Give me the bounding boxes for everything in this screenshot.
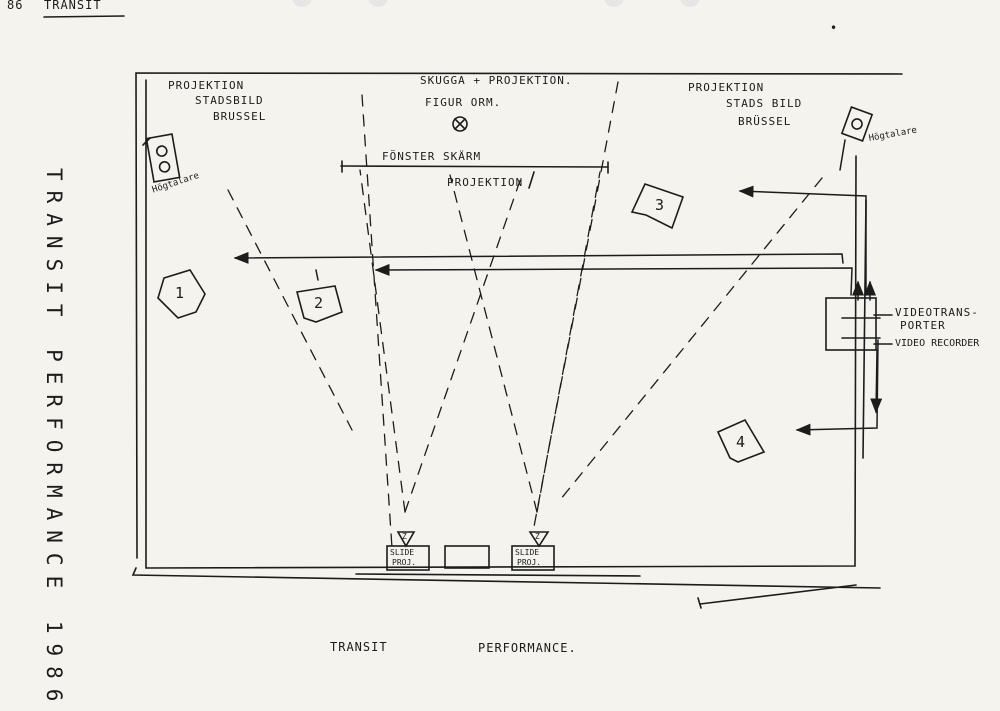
door-swing bbox=[699, 584, 857, 605]
monitor-2 bbox=[295, 285, 343, 323]
cable-drop-monitor-2 bbox=[315, 269, 319, 281]
shadow-line bbox=[361, 94, 393, 549]
cable-to-monitor-2 bbox=[374, 263, 853, 296]
slide-projector-right-label: PROJ. bbox=[517, 558, 542, 567]
punch-hole bbox=[368, 0, 388, 7]
sketch-sheet: • 86 TRANSIT TRANSIT PERFORMANCE 1986 PR… bbox=[7, 0, 980, 711]
projection-beam bbox=[536, 171, 601, 513]
footer-title-right: PERFORMANCE. bbox=[478, 641, 577, 655]
projection-right-label: STADS BILD bbox=[726, 97, 803, 110]
monitor-1 bbox=[157, 269, 206, 319]
speaker-right-icon bbox=[840, 106, 874, 142]
room-wall-top-left bbox=[135, 72, 903, 559]
projector-table bbox=[444, 545, 490, 569]
cable-to-monitor-1 bbox=[233, 251, 844, 264]
room-wall-inner bbox=[145, 79, 857, 569]
speaker-left-icon bbox=[145, 133, 181, 183]
vertical-title: TRANSIT PERFORMANCE 1986 bbox=[42, 168, 66, 711]
speaker-cable bbox=[839, 139, 846, 171]
video-recorder-label: VIDEO RECORDER bbox=[895, 338, 980, 349]
projection-right-label: BRÜSSEL bbox=[738, 115, 792, 128]
figure-marker-icon bbox=[452, 116, 468, 132]
video-transporter-label: VIDEOTRANS- bbox=[895, 306, 979, 319]
page-header: TRANSIT bbox=[44, 0, 102, 12]
punch-hole bbox=[604, 0, 624, 7]
stage-plan-drawing: • bbox=[43, 15, 903, 609]
projection-left-label: STADSBILD bbox=[195, 94, 264, 107]
projection-beam bbox=[404, 171, 524, 513]
monitor-2-number: 2 bbox=[314, 294, 325, 312]
signal-arrow bbox=[870, 349, 883, 414]
projector-left-mark: Z bbox=[402, 532, 407, 541]
slide-projector-left bbox=[386, 545, 430, 571]
door-mark bbox=[697, 597, 702, 609]
sightline bbox=[559, 177, 823, 501]
sightline bbox=[227, 189, 353, 431]
slide-projector-right bbox=[511, 545, 555, 571]
shadow-projection-label: SKUGGA + PROJEKTION. bbox=[420, 74, 573, 87]
video-rack bbox=[825, 297, 877, 351]
monitor-3 bbox=[630, 183, 685, 230]
video-transporter-label: PORTER bbox=[900, 319, 946, 332]
corner-mark: • bbox=[830, 21, 837, 35]
page-number: 86 bbox=[7, 0, 24, 12]
monitor-4-number: 4 bbox=[736, 433, 747, 451]
projector-lens-right bbox=[528, 531, 550, 548]
projector-right-mark: Z bbox=[535, 532, 540, 541]
projection-left-label: BRUSSEL bbox=[213, 110, 267, 123]
slide-projector-left-label: SLIDE bbox=[390, 548, 415, 557]
projection-left-label: PROJEKTION bbox=[168, 79, 245, 92]
projection-beam bbox=[359, 169, 406, 513]
window-screen-label: FÖNSTER SKÄRM bbox=[382, 150, 482, 163]
projection-right-label: PROJEKTION bbox=[688, 81, 765, 94]
slide-projector-left-label: PROJ. bbox=[392, 558, 417, 567]
figure-label: FIGUR ORM. bbox=[425, 96, 502, 109]
cable-to-monitor-4 bbox=[795, 339, 879, 436]
speaker-left-tick bbox=[142, 137, 151, 146]
punch-hole bbox=[680, 0, 700, 7]
projector-lens-left bbox=[396, 531, 416, 548]
monitor-4 bbox=[716, 418, 766, 463]
punch-hole bbox=[292, 0, 312, 7]
monitor-3-number: 3 bbox=[655, 196, 666, 214]
window-projection-label: PROJEKTION bbox=[447, 176, 524, 189]
projection-beam bbox=[449, 174, 538, 513]
cable-to-monitor-3 bbox=[738, 185, 867, 296]
monitor-1-number: 1 bbox=[175, 284, 186, 302]
screen-label-tick bbox=[528, 171, 535, 189]
window-screen bbox=[340, 165, 609, 168]
figure-marker-cross bbox=[454, 118, 466, 130]
footer-title-left: TRANSIT bbox=[330, 640, 388, 654]
room-wall-bottom bbox=[131, 567, 881, 589]
projector-bench bbox=[355, 573, 641, 577]
header-underline bbox=[43, 15, 125, 18]
slide-projector-right-label: SLIDE bbox=[515, 548, 540, 557]
